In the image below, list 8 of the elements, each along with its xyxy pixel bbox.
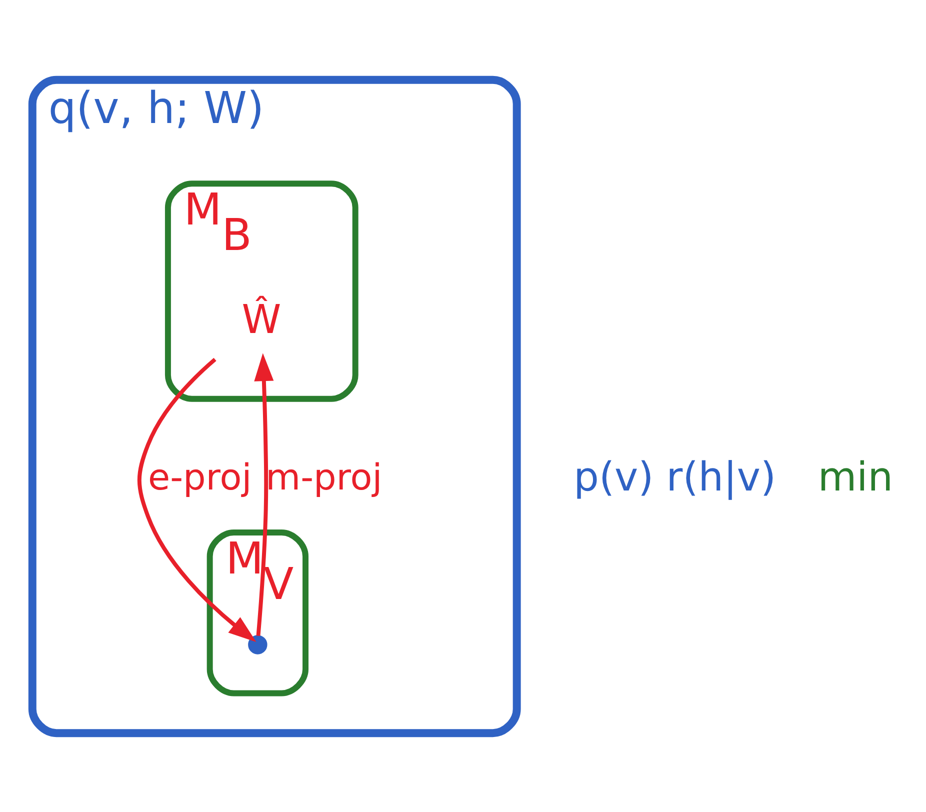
- label: p(v) r(h|v): [574, 454, 776, 500]
- node-point: [248, 634, 268, 654]
- node-text: Ŵ: [242, 296, 282, 343]
- arrow: [254, 352, 274, 636]
- label: min: [818, 454, 894, 500]
- arrow: [137, 357, 256, 642]
- edge-label: m-proj: [266, 456, 382, 498]
- edge-label: e-proj: [148, 456, 252, 498]
